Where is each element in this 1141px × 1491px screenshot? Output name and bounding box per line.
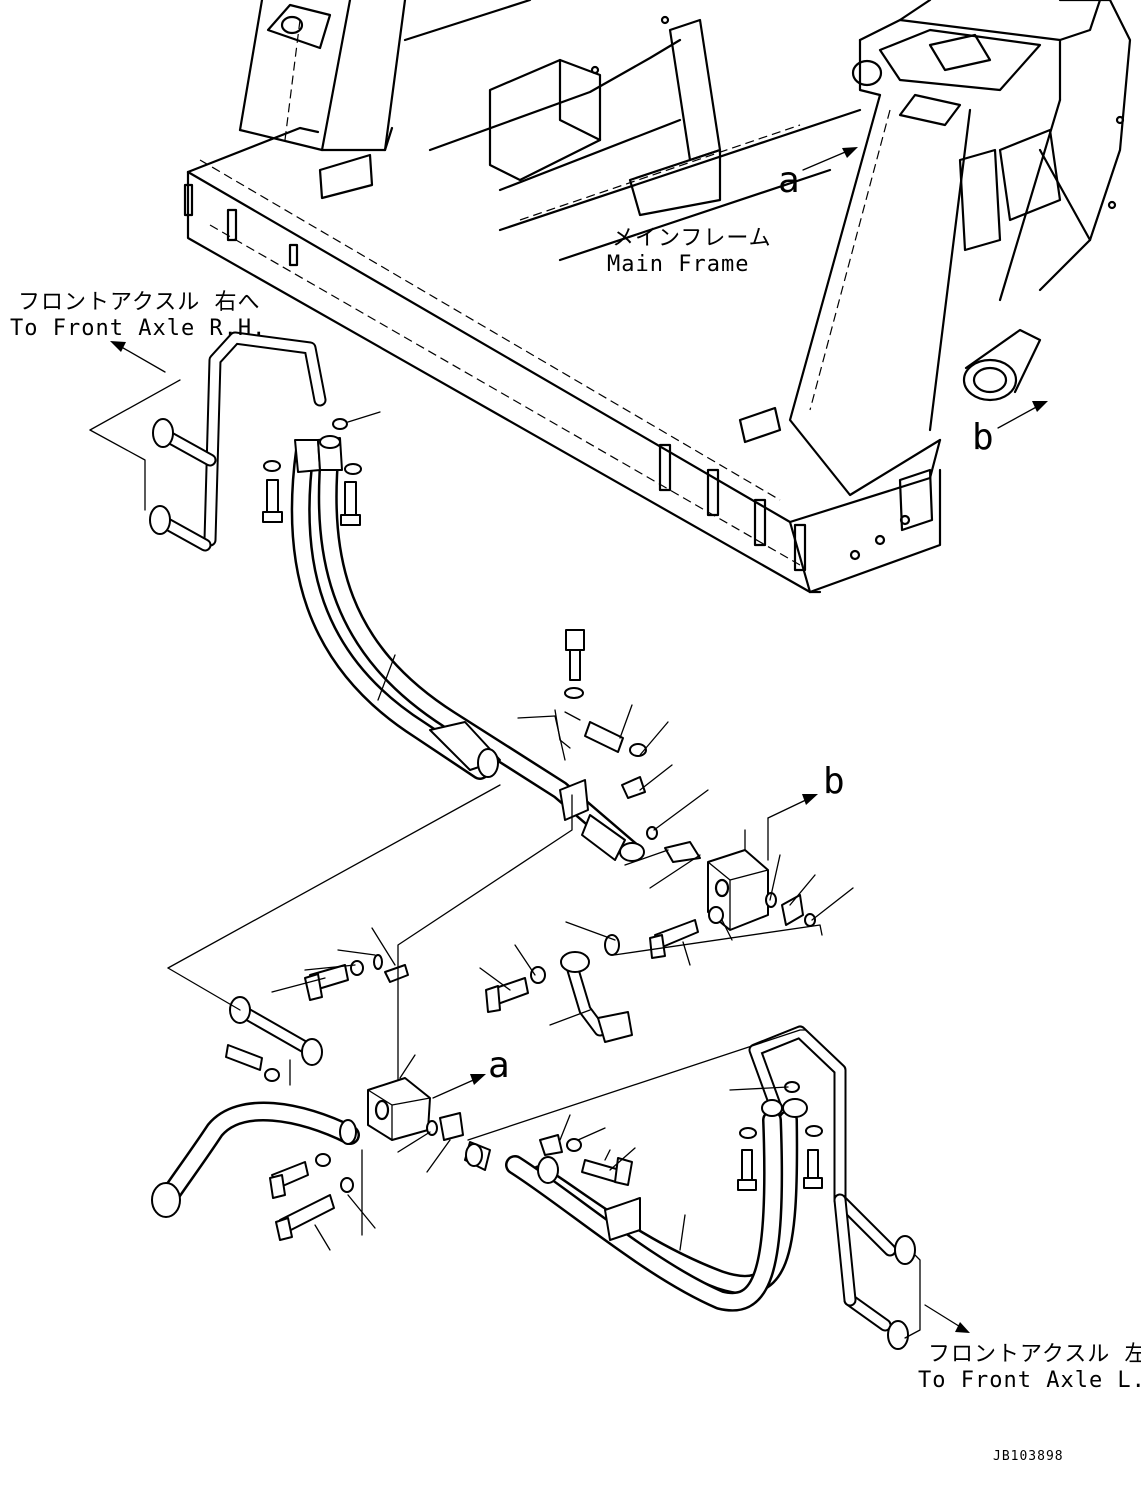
callout-b-right: b [972, 417, 994, 458]
arrow-b-mid [767, 794, 818, 819]
main-frame-label-jp: メインフレーム [612, 226, 772, 251]
drawing-code: JB103898 [993, 1449, 1064, 1464]
callout-a-top: a [778, 160, 800, 201]
valve-block-a [151, 784, 573, 1251]
main-frame [183, 0, 1132, 594]
arrow-front-axle-rh [110, 341, 166, 373]
hose-assembly-lh [464, 1025, 921, 1350]
front-axle-lh-label-jp: フロントアクスル 左へ [928, 1342, 1141, 1367]
elbow-pipe [479, 944, 633, 1043]
front-axle-lh-label-en: To Front Axle L.H. [918, 1368, 1141, 1393]
callout-b-mid: b [823, 761, 845, 802]
callout-a-mid: a [488, 1045, 510, 1086]
front-axle-rh-label-en: To Front Axle R.H. [10, 316, 267, 341]
hose-assembly-rh [89, 331, 709, 862]
arrow-front-axle-lh [924, 1304, 970, 1333]
front-axle-rh-label-jp: フロントアクスル 右へ [18, 290, 261, 315]
valve-block-b [565, 817, 854, 966]
arrow-a-top [802, 147, 858, 171]
main-frame-label-en: Main Frame [607, 252, 750, 277]
arrow-b-right [997, 401, 1048, 429]
arrow-a-mid [432, 1074, 486, 1099]
